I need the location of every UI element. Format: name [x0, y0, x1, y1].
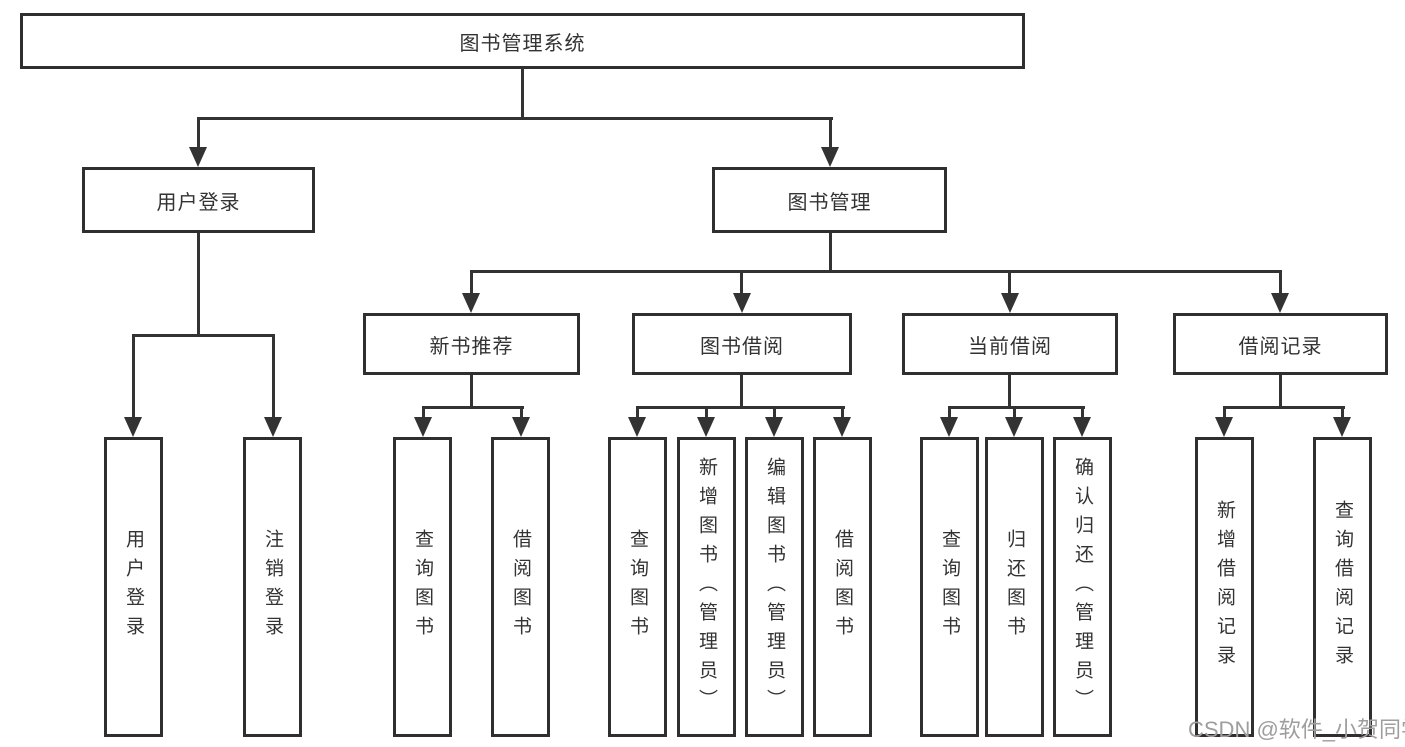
arrow-down-icon: [765, 417, 783, 437]
connector-user-login-stem: [197, 233, 200, 337]
connector-drop-borrow-records: [1279, 270, 1282, 298]
connector-new-book-bus: [422, 406, 524, 409]
node-user-login-label: 用户登录: [156, 191, 241, 214]
arrow-down-icon: [462, 293, 480, 313]
leaf-borrow-books-label: 借阅图书: [832, 529, 853, 645]
connector-drop: [841, 406, 844, 422]
arrow-down-icon: [833, 417, 851, 437]
arrow-down-icon: [1005, 417, 1023, 437]
connector-new-book-stem: [470, 375, 473, 408]
leaf-user-login: 用户登录: [104, 437, 163, 737]
node-book-borrow: 图书借阅: [632, 313, 852, 375]
leaf-edit-books-admin-label: 编辑图书（管理员）: [764, 456, 785, 718]
connector-drop-user-login: [197, 117, 200, 161]
connector-drop-leaf-user-login: [132, 334, 135, 422]
node-new-book-recommend: 新书推荐: [363, 313, 580, 375]
arrow-down-icon: [264, 417, 282, 437]
arrow-down-icon: [821, 147, 839, 167]
node-borrow-records-label: 借阅记录: [1238, 335, 1323, 358]
node-book-management: 图书管理: [712, 167, 947, 233]
connector-drop-book-borrow: [740, 270, 743, 298]
connector-current-borrow-bus: [948, 406, 1085, 409]
connector-drop: [1013, 406, 1016, 422]
arrow-down-icon: [697, 417, 715, 437]
leaf-confirm-return-admin: 确认归还（管理员）: [1053, 437, 1112, 737]
arrow-down-icon: [1333, 417, 1351, 437]
connector-drop-leaf-logout: [272, 334, 275, 422]
csdn-watermark: CSDN @软件_小贺同学: [1188, 717, 1405, 742]
connector-drop: [773, 406, 776, 422]
arrow-down-icon: [1271, 293, 1289, 313]
connector-drop-current-borrow: [1008, 270, 1011, 298]
connector-drop-new-book: [470, 270, 473, 298]
arrow-down-icon: [189, 147, 207, 167]
leaf-query-books-recommend-label: 查询图书: [412, 529, 433, 645]
leaf-logout: 注销登录: [243, 437, 302, 737]
connector-drop: [1223, 406, 1226, 422]
node-root: 图书管理系统: [20, 13, 1025, 69]
node-borrow-records: 借阅记录: [1173, 313, 1388, 375]
connector-book-borrow-bus: [636, 406, 845, 409]
node-new-book-recommend-label: 新书推荐: [429, 335, 514, 358]
connector-drop: [422, 406, 425, 422]
connector-drop: [636, 406, 639, 422]
leaf-query-books-recommend: 查询图书: [393, 437, 452, 737]
leaf-borrow-books-recommend: 借阅图书: [491, 437, 550, 737]
arrow-down-icon: [1001, 293, 1019, 313]
connector-root-bus: [197, 117, 833, 120]
connector-drop: [1341, 406, 1344, 422]
leaf-borrow-books-recommend-label: 借阅图书: [510, 529, 531, 645]
leaf-return-books-label: 归还图书: [1004, 529, 1025, 645]
leaf-borrow-books: 借阅图书: [813, 437, 872, 737]
connector-book-management-stem: [829, 233, 832, 272]
node-current-borrow: 当前借阅: [902, 313, 1118, 375]
arrow-down-icon: [124, 417, 142, 437]
connector-user-login-bus: [132, 334, 275, 337]
connector-drop-book-management: [829, 117, 832, 161]
connector-book-borrow-stem: [740, 375, 743, 408]
leaf-query-borrow-record: 查询借阅记录: [1313, 437, 1372, 737]
connector-drop: [948, 406, 951, 422]
leaf-confirm-return-admin-label: 确认归还（管理员）: [1072, 456, 1093, 718]
node-root-label: 图书管理系统: [459, 32, 586, 55]
leaf-add-borrow-record-label: 新增借阅记录: [1214, 500, 1235, 674]
leaf-query-books-current-label: 查询图书: [939, 529, 960, 645]
leaf-add-books-admin-label: 新增图书（管理员）: [696, 456, 717, 718]
arrow-down-icon: [733, 293, 751, 313]
node-current-borrow-label: 当前借阅: [968, 335, 1052, 358]
arrow-down-icon: [1215, 417, 1233, 437]
arrow-down-icon: [414, 417, 432, 437]
connector-drop: [1081, 406, 1084, 422]
arrow-down-icon: [940, 417, 958, 437]
arrow-down-icon: [512, 417, 530, 437]
leaf-logout-label: 注销登录: [262, 529, 283, 645]
leaf-query-borrow-record-label: 查询借阅记录: [1332, 500, 1353, 674]
arrow-down-icon: [1073, 417, 1091, 437]
node-user-login: 用户登录: [82, 167, 315, 233]
leaf-user-login-label: 用户登录: [123, 529, 144, 645]
connector-drop: [520, 406, 523, 422]
leaf-query-books-current: 查询图书: [920, 437, 979, 737]
leaf-add-books-admin: 新增图书（管理员）: [677, 437, 736, 737]
node-book-management-label: 图书管理: [787, 191, 872, 214]
leaf-query-books-borrow: 查询图书: [608, 437, 667, 737]
connector-borrow-records-bus: [1223, 406, 1345, 409]
arrow-down-icon: [628, 417, 646, 437]
leaf-add-borrow-record: 新增借阅记录: [1195, 437, 1254, 737]
node-book-borrow-label: 图书借阅: [700, 335, 784, 358]
connector-book-management-bus: [470, 270, 1282, 273]
leaf-return-books: 归还图书: [985, 437, 1044, 737]
connector-root-stem: [521, 68, 524, 119]
connector-borrow-records-stem: [1279, 375, 1282, 408]
connector-current-borrow-stem: [1008, 375, 1011, 408]
leaf-query-books-borrow-label: 查询图书: [627, 529, 648, 645]
connector-drop: [705, 406, 708, 422]
leaf-edit-books-admin: 编辑图书（管理员）: [745, 437, 804, 737]
